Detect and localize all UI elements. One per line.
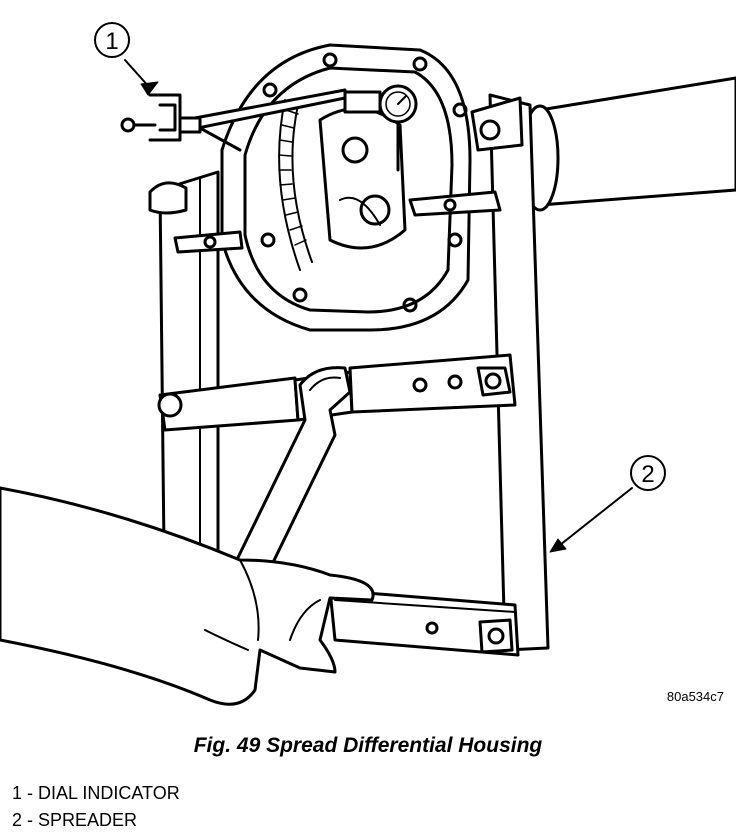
callout-1: 1 [94,22,159,96]
legend-separator: - [22,783,39,803]
axle-tube [520,76,736,212]
legend-separator: - [22,810,39,830]
legend-number: 2 [12,810,23,830]
legend: 1 - DIAL INDICATOR 2 - SPREADER [12,780,180,834]
spread-differential-illustration: 1 2 80a534c7 [0,22,736,706]
legend-number: 1 [12,783,23,803]
callout-2-number: 2 [641,461,654,488]
callout-2: 2 [549,455,666,553]
dial-indicator [120,84,502,254]
lower-spreader-bar [328,588,520,657]
legend-item: 1 - DIAL INDICATOR [12,780,180,807]
figure-caption: Fig. 49 Spread Differential Housing [193,734,543,757]
figure-code: 80a534c7 [667,689,724,704]
callout-1-number: 1 [105,28,118,55]
legend-item: 2 - SPREADER [12,807,180,834]
differential-housing [220,43,472,332]
hand [0,486,375,706]
legend-label: DIAL INDICATOR [38,783,180,803]
legend-label: SPREADER [38,810,138,830]
